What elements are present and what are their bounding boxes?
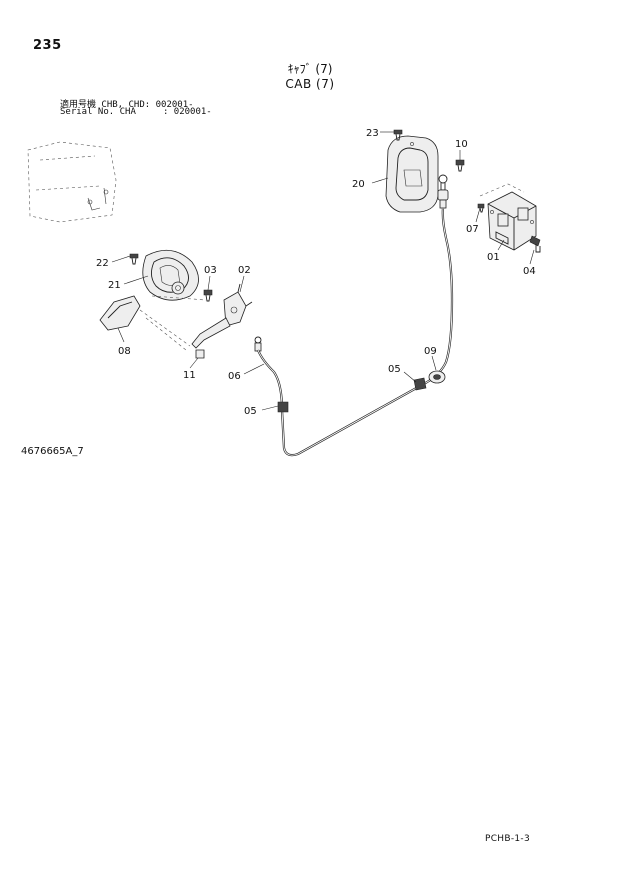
callout-20: 20 [352, 179, 365, 190]
part-08-handle-cover [99, 295, 141, 331]
part-01-lock-assembly [479, 183, 537, 251]
drawing-number: 4676665A_7 [21, 446, 84, 457]
part-03-screw [203, 289, 213, 302]
page-title-japanese: ｷｬﾌﾞ (7) [287, 62, 333, 76]
part-11-nut [195, 349, 205, 359]
applicable-serial-line: 適用号機 CHB, CHD: 002001- [60, 100, 194, 110]
callout-03: 03 [204, 265, 217, 276]
callout-leader-lines [111, 131, 535, 411]
callout-07: 07 [466, 224, 479, 235]
part-22-screw [129, 253, 139, 265]
serial-number-line: Serial No. CHA : 020001- [60, 107, 212, 117]
callout-06: 06 [228, 371, 241, 382]
callout-23: 23 [366, 128, 379, 139]
callout-08: 08 [118, 346, 131, 357]
callout-01: 01 [487, 252, 500, 263]
page-title: CAB (7) [285, 77, 335, 91]
callout-11: 11 [183, 370, 196, 381]
page-code: PCHB-1-3 [485, 834, 531, 844]
part-20-handle-plate [385, 135, 439, 213]
callout-04: 04 [523, 266, 536, 277]
page-number: 235 [33, 38, 62, 53]
cable-lower-connector [254, 336, 262, 352]
part-23-screw [393, 129, 403, 141]
cab-reference-outline [27, 141, 117, 223]
part-21-inner-handle-housing [142, 249, 199, 301]
part-05-cable-clip [277, 377, 427, 413]
callout-22: 22 [96, 258, 109, 269]
callout-05-lower: 05 [244, 406, 257, 417]
part-02-lever-bracket [191, 283, 253, 349]
callout-21: 21 [108, 280, 121, 291]
part-09-grommet [428, 370, 446, 384]
callout-02: 02 [238, 265, 251, 276]
part-10-screw [455, 159, 465, 172]
part-07-screw [477, 203, 485, 213]
callout-09: 09 [424, 346, 437, 357]
cable-upper-fitting [437, 174, 449, 209]
part-06-cable [256, 207, 454, 457]
assembly-guide-lines [139, 295, 207, 351]
part-04-bolt [529, 235, 541, 253]
callout-05-upper: 05 [388, 364, 401, 375]
callout-10: 10 [455, 139, 468, 150]
